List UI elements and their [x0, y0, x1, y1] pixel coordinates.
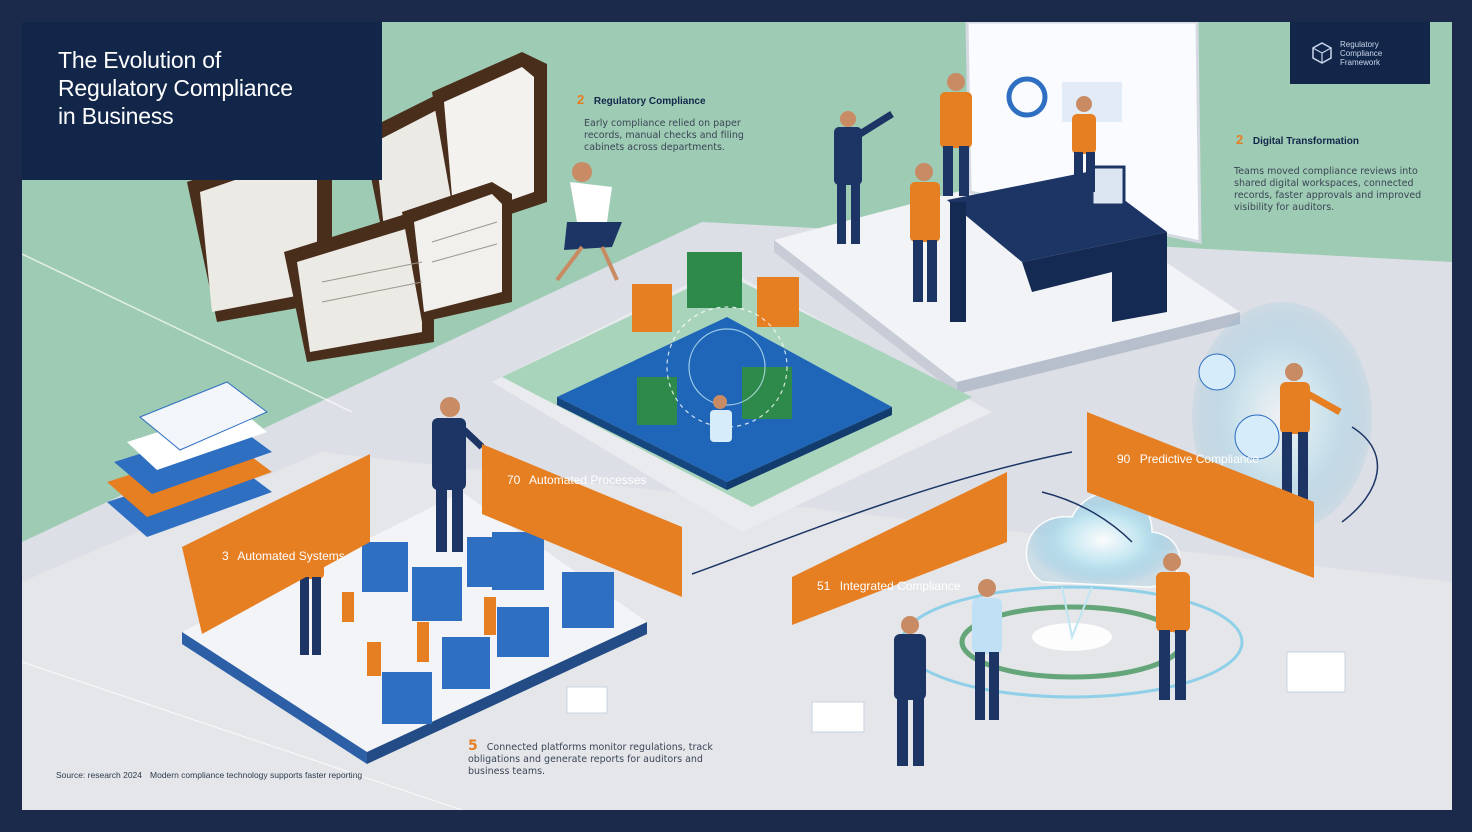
banner-label: 70 Automated Processes: [507, 473, 646, 487]
blue-cubes: [342, 532, 614, 724]
page-title-line-3: in Business: [58, 103, 174, 129]
footer-caption: Modern compliance technology supports fa…: [150, 770, 363, 780]
paper-card: [1286, 651, 1346, 693]
server-block: [757, 277, 799, 327]
desk-side: [1022, 232, 1167, 322]
banner-automated-processes: 70 Automated Processes: [482, 444, 682, 597]
person: [910, 163, 940, 302]
hologram-ring: [666, 306, 788, 428]
platform-digital: [774, 172, 1240, 382]
flow-arrow: [1341, 426, 1379, 523]
banner-automated-systems: 3 Automated Systems: [182, 454, 370, 634]
flow-arrow: [1041, 491, 1133, 543]
infographic-frame: 3 Automated Systems 70 Automated Process…: [22, 22, 1452, 810]
center-platform-edge: [557, 397, 727, 490]
title-panel: The Evolution of Regulatory Compliance i…: [22, 22, 382, 180]
center-platform-edge: [727, 407, 892, 490]
lower-left-platform-edge: [367, 622, 647, 764]
person: [1072, 96, 1096, 192]
logo-text: Regulatory Compliance Framework: [1340, 39, 1383, 67]
banner-label: 3 Automated Systems: [222, 549, 345, 563]
cube-icon: [1312, 42, 1332, 64]
flow-arrow: [691, 451, 1073, 575]
server-block: [637, 377, 677, 425]
section-heading: 2 Digital Transformation: [1236, 132, 1359, 147]
server-block: [742, 367, 792, 419]
paper-card: [566, 686, 608, 714]
platform-digital-edge: [774, 240, 957, 394]
section-body: Early compliance relied on paper records…: [584, 118, 744, 153]
page-title-line-1: The Evolution of: [58, 47, 222, 73]
person: [432, 397, 485, 552]
lower-left-platform-edge: [182, 632, 367, 764]
floor-line: [22, 253, 353, 413]
banner-integrated-compliance: 51 Integrated Compliance: [792, 472, 1007, 625]
paper-card: [811, 701, 865, 733]
bottom-note: 5 Connected platforms monitor regulation…: [468, 738, 713, 777]
banner-predictive-compliance: 90 Predictive Compliance: [1087, 412, 1314, 578]
person: [940, 73, 972, 196]
hologram-node: [1198, 353, 1236, 391]
section-body: Teams moved compliance reviews into shar…: [1234, 166, 1422, 213]
floor-line: [22, 661, 463, 810]
section-heading: 2 Regulatory Compliance: [577, 92, 706, 107]
platform-digital-edge: [957, 312, 1240, 394]
hologram-ring: [688, 328, 766, 406]
person: [894, 616, 926, 766]
person: [555, 162, 622, 282]
server-block: [687, 252, 742, 308]
page-title-line-2: Regulatory Compliance: [58, 75, 293, 101]
banner-label: 51 Integrated Compliance: [817, 579, 961, 593]
person: [710, 395, 732, 442]
person: [834, 111, 894, 244]
screen-gauge: [1006, 76, 1048, 118]
hologram-node: [1234, 414, 1280, 460]
filing-cabinets: [187, 52, 547, 362]
person: [1156, 553, 1190, 700]
footer-source: Source: research 2024: [56, 770, 142, 780]
hologram-beam: [1061, 586, 1093, 641]
logo-badge: Regulatory Compliance Framework: [1290, 22, 1430, 84]
person: [972, 579, 1002, 720]
monitor: [1090, 165, 1126, 207]
server-block: [632, 284, 672, 332]
book-stack: [107, 381, 272, 537]
desk-leg: [950, 202, 966, 322]
banner-label: 90 Predictive Compliance: [1117, 452, 1259, 466]
isometric-scene: 3 Automated Systems 70 Automated Process…: [22, 22, 1452, 810]
person: [1280, 363, 1342, 502]
